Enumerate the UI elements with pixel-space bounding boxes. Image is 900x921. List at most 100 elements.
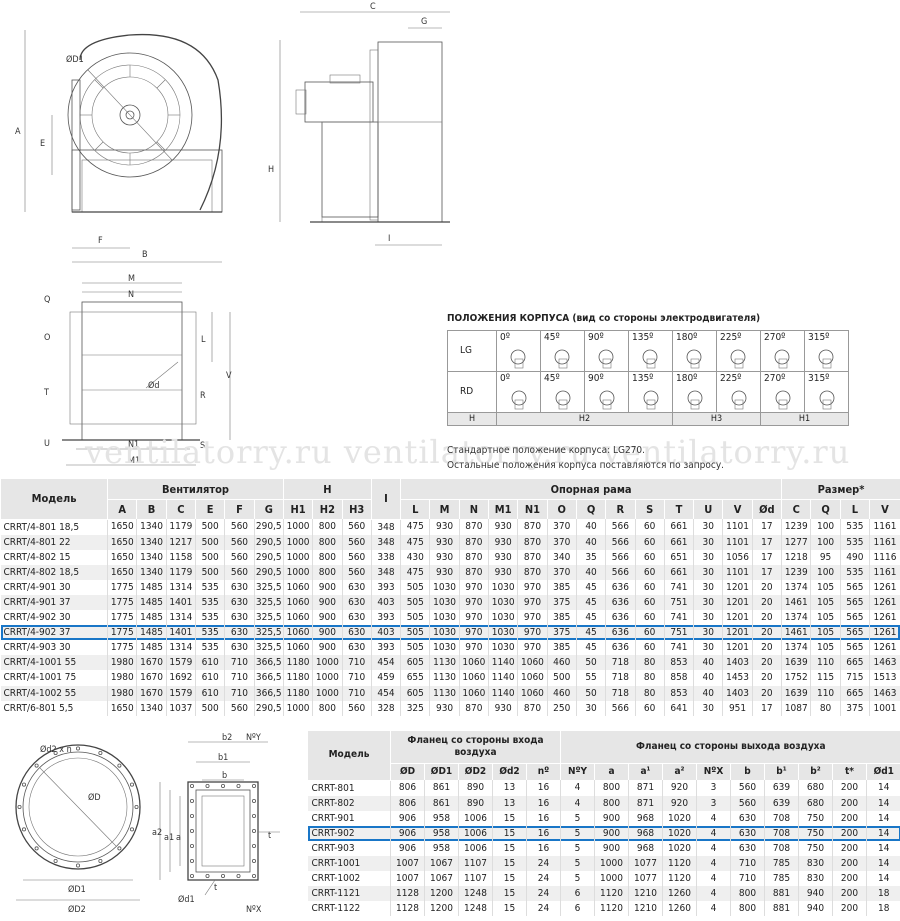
value-cell: 325,5 (253, 610, 284, 626)
value-cell: 853 (663, 685, 694, 701)
value-cell: 1130 (429, 685, 460, 701)
value-cell: 40 (575, 564, 606, 580)
value-cell: 348 (370, 519, 401, 535)
side-view-drawing: ØD1 A E F B (15, 30, 223, 263)
value-cell: 1261 (869, 625, 900, 641)
col-header-frame-11: V (722, 499, 753, 519)
dim-b2-label: b2 (222, 733, 232, 743)
value-cell: 1277 (781, 534, 811, 550)
value-cell: 900 (312, 640, 343, 656)
value-cell: 4 (696, 871, 731, 887)
value-cell: 1116 (869, 549, 900, 565)
positions-footer-row: H H2 H3 H1 (447, 412, 849, 426)
value-cell: 45 (575, 594, 606, 611)
dim-od-round-label: ØD (88, 792, 101, 803)
value-cell: 566 (605, 564, 635, 580)
value-cell: 4 (696, 825, 731, 841)
value-cell: 1120 (594, 901, 629, 917)
value-cell: 710 (224, 655, 255, 671)
value-cell: 871 (628, 795, 663, 811)
value-cell: 535 (194, 610, 225, 626)
value-cell: 708 (764, 840, 799, 856)
value-cell: 800 (594, 795, 629, 811)
value-cell: 370 (546, 564, 577, 580)
value-cell: 1210 (628, 901, 663, 917)
position-angle: 90º (588, 373, 604, 384)
flange-col-header-13: t* (832, 763, 867, 780)
model-cell: CRRT/4-1001 55 (0, 655, 108, 671)
value-cell: 1030 (429, 594, 460, 611)
value-cell: 385 (546, 579, 577, 595)
value-cell: 105 (810, 610, 841, 626)
value-cell: 1217 (165, 534, 196, 550)
value-cell: 5 (560, 810, 595, 826)
value-cell: 1201 (722, 579, 753, 595)
value-cell: 15 (492, 840, 527, 856)
value-cell: 325,5 (253, 625, 284, 641)
model-cell: CRRT-902 (307, 825, 391, 841)
value-cell: 630 (224, 625, 255, 641)
value-cell: 1485 (136, 625, 167, 641)
value-cell: 535 (839, 564, 870, 580)
watermark: ventilatorry.ru ventilatorry.ru ventilat… (85, 433, 851, 471)
value-cell: 630 (730, 840, 765, 856)
value-cell: 535 (194, 640, 225, 656)
value-cell: 1314 (165, 610, 196, 626)
value-cell: 4 (560, 795, 595, 811)
value-cell: 641 (663, 700, 694, 716)
value-cell: 680 (798, 780, 833, 796)
positions-row-lg: LG 0º 45º 90º 135º 180º 225º 270º 315º (447, 330, 849, 372)
value-cell: 1060 (458, 685, 489, 701)
value-cell: 4 (696, 810, 731, 826)
value-cell: 655 (400, 670, 430, 686)
value-cell: 80 (634, 670, 665, 686)
flange-col-header-3: Ød2 (492, 763, 527, 780)
dimensions-header-row-1: Модель Вентилятор H I Опорная рама Разме… (0, 479, 900, 520)
fan-position-icon (555, 390, 571, 410)
value-cell: 1060 (282, 594, 313, 611)
value-cell: 1210 (628, 886, 663, 902)
value-cell: 15 (492, 901, 527, 917)
col-header-frame-8: S (634, 499, 665, 519)
value-cell: 30 (693, 700, 723, 716)
value-cell: 630 (341, 625, 372, 641)
value-cell: 1248 (458, 886, 493, 902)
value-cell: 1461 (781, 625, 811, 641)
value-cell: 366,5 (253, 685, 284, 701)
position-cell: 180º (672, 330, 717, 372)
value-cell: 560 (224, 700, 255, 716)
value-cell: 5 (560, 840, 595, 856)
value-cell: 535 (194, 579, 225, 595)
value-cell: 560 (341, 534, 372, 550)
value-cell: 1401 (165, 625, 196, 641)
value-cell: 710 (224, 670, 255, 686)
value-cell: 1060 (517, 670, 548, 686)
value-cell: 1030 (488, 579, 518, 595)
col-header-size-1: Q (810, 499, 841, 519)
position-angle: 90º (588, 332, 604, 343)
model-cell: CRRT/4-903 30 (3, 642, 71, 654)
value-cell: 460 (546, 685, 577, 701)
value-cell: 1107 (458, 871, 493, 887)
value-cell: 14 (865, 810, 900, 826)
value-cell: 630 (224, 610, 255, 626)
flange-col-header-5: NºY (560, 763, 595, 780)
value-cell: 1000 (312, 685, 343, 701)
value-cell: 1218 (781, 549, 811, 565)
dim-c-label: C (370, 2, 376, 12)
base-frame-drawing: M N Q O T U L V R S Ød N1 M1 (43, 274, 232, 466)
value-cell: 1140 (488, 655, 518, 671)
fan-position-icon (510, 349, 526, 369)
value-cell: 500 (194, 534, 225, 550)
value-cell: 1101 (722, 564, 753, 580)
value-cell: 636 (605, 594, 635, 611)
value-cell: 560 (730, 780, 765, 796)
value-cell: 610 (194, 670, 225, 686)
value-cell: 566 (605, 700, 635, 716)
value-cell: 500 (194, 700, 225, 716)
value-cell: 870 (517, 549, 548, 565)
value-cell: 1120 (662, 855, 697, 872)
